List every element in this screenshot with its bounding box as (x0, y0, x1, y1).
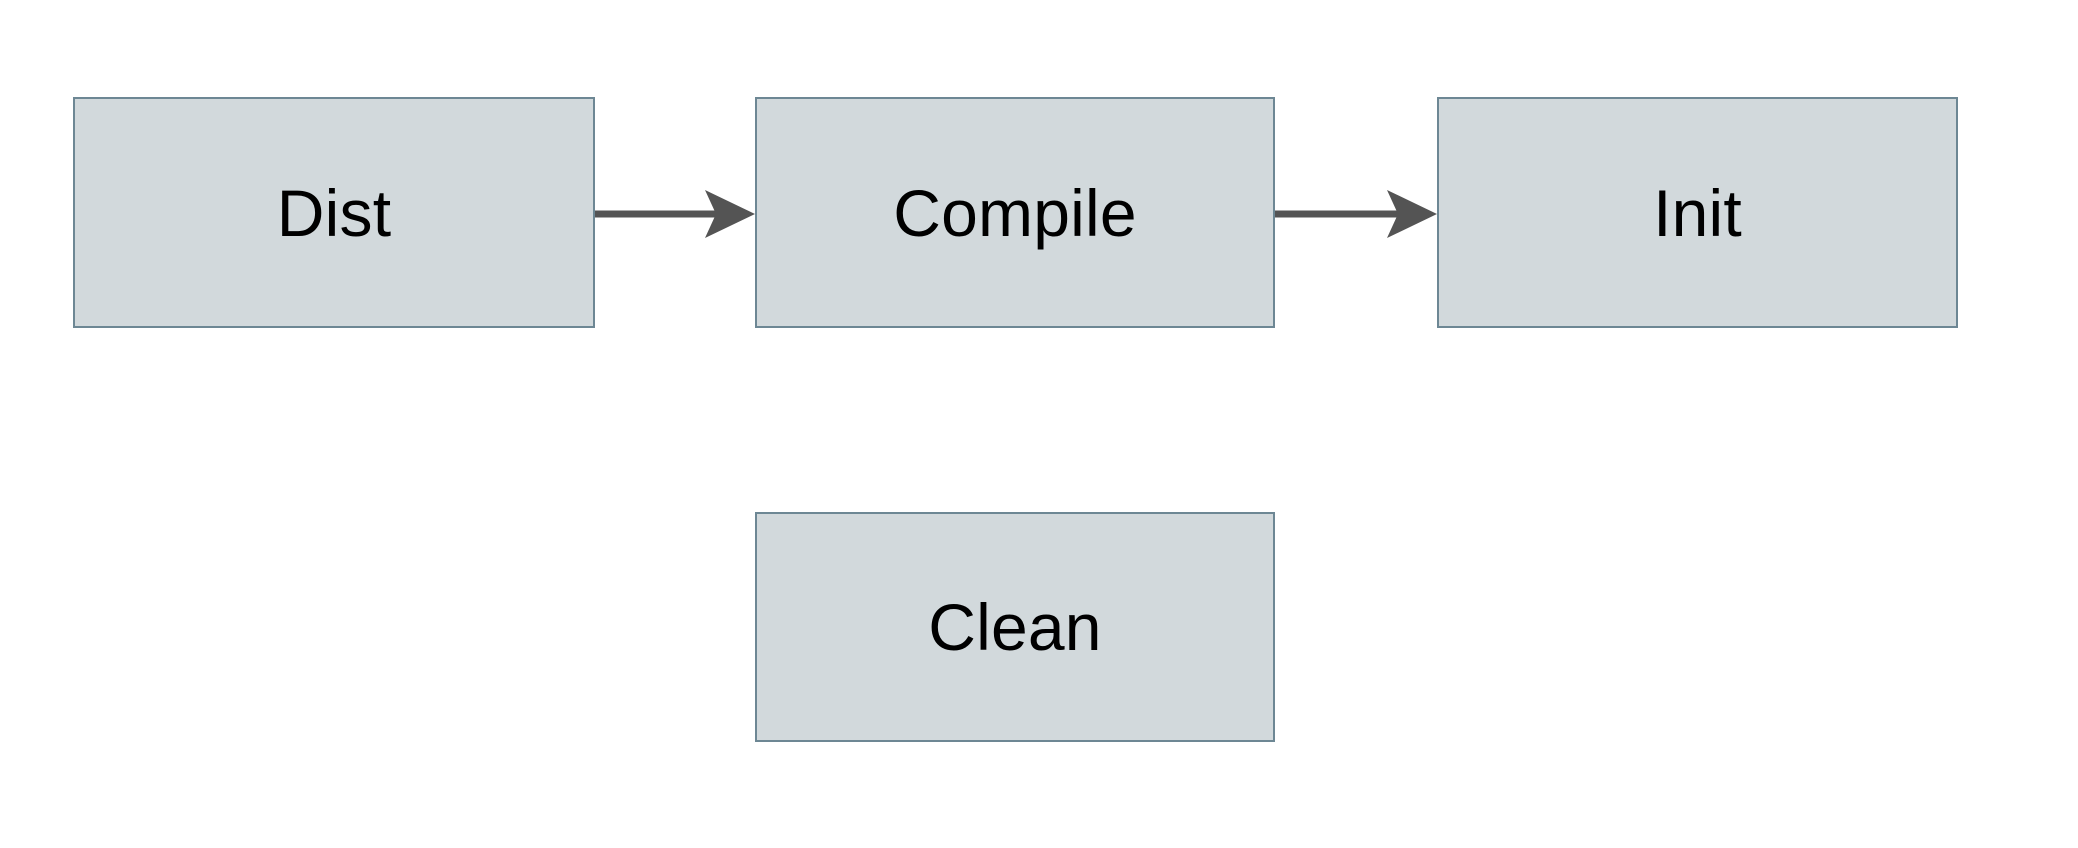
edge-dist-to-compile-arrowhead (705, 190, 755, 238)
edge-compile-to-init-arrowhead (1387, 190, 1437, 238)
edge-dist-to-compile[interactable] (595, 190, 755, 238)
node-compile-label: Compile (893, 175, 1137, 250)
node-init-label: Init (1653, 175, 1742, 250)
edge-compile-to-init[interactable] (1275, 190, 1437, 238)
node-clean[interactable]: Clean (755, 512, 1275, 742)
node-clean-label: Clean (928, 590, 1102, 664)
node-dist-label: Dist (276, 175, 392, 250)
node-dist[interactable]: Dist (73, 97, 595, 328)
node-compile[interactable]: Compile (755, 97, 1275, 328)
node-init[interactable]: Init (1437, 97, 1958, 328)
